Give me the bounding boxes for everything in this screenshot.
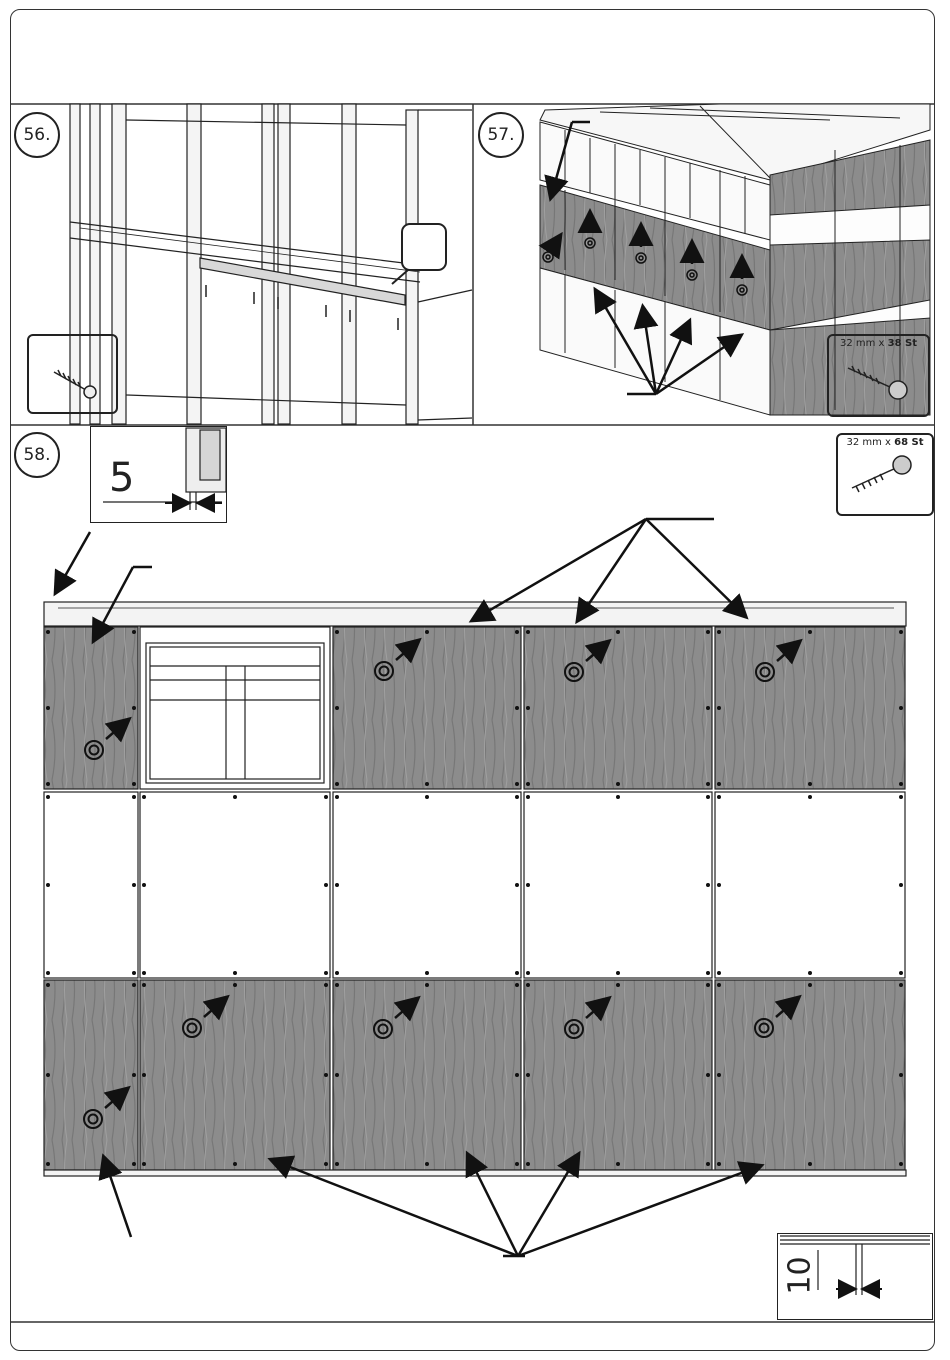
screw-spec-label: 32 mm x 38 St xyxy=(829,338,928,349)
screw-size: 32 mm x xyxy=(840,338,888,349)
step-58-badge: 58. xyxy=(14,432,60,478)
gap-dimension-value: 5 xyxy=(109,455,134,501)
screw-count: 68 St xyxy=(894,437,923,448)
step56-callout xyxy=(402,224,446,270)
step58-screw-callout: 32 mm x 68 St xyxy=(836,433,934,516)
gap-detail-bottom: 10 xyxy=(777,1233,933,1320)
step57-screw-callout: 32 mm x 38 St xyxy=(827,334,930,417)
screw-spec-label: 32 mm x 68 St xyxy=(838,437,932,448)
step58-wall xyxy=(44,602,906,1176)
step56-screw-callout xyxy=(27,334,118,414)
screw-count: 38 St xyxy=(888,338,917,349)
gap-dimension-value: 10 xyxy=(783,1256,818,1296)
gap-detail-top: 5 xyxy=(90,426,227,523)
step-57-badge: 57. xyxy=(478,112,524,158)
step-56-badge: 56. xyxy=(14,112,60,158)
screw-size: 32 mm x xyxy=(846,437,894,448)
